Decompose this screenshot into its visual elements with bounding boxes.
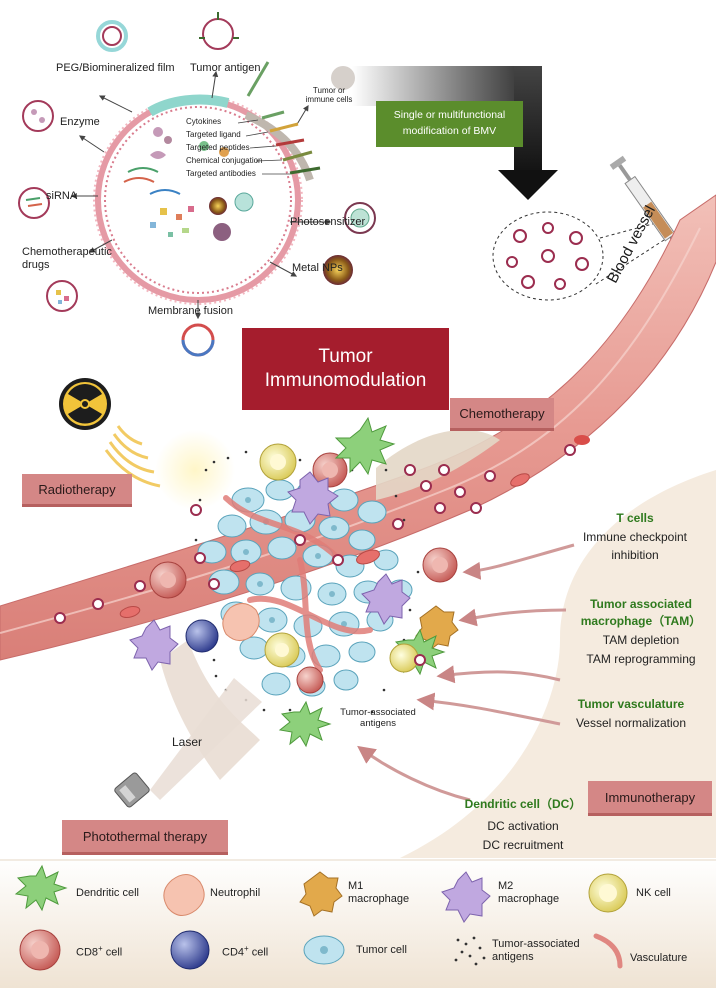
title-box: Tumor Immunomodulation	[242, 328, 449, 410]
mech-dc-item: DC activation	[487, 819, 559, 833]
mech-tam: macrophage（TAM）	[580, 614, 702, 628]
mech-t-cells: T cells	[616, 511, 654, 525]
mech-vasculature: Tumor vasculature	[577, 697, 685, 711]
radiotherapy-label: Radiotherapy	[22, 474, 132, 507]
label-chemo-drugs: Chemotherapeutic drugs	[22, 246, 112, 271]
legend-antigens: Tumor-associated antigens	[492, 938, 580, 964]
mech-vasculature-item: Vessel normalization	[575, 716, 687, 730]
legend-cd8: CD8+ cell	[76, 944, 123, 959]
label-targeted-ligand: Targeted ligand	[186, 130, 241, 139]
label-chemical-conjugation: Chemical conjugation	[186, 156, 263, 165]
label-targeted-antibodies: Targeted antibodies	[186, 169, 256, 178]
legend-nk: NK cell	[636, 887, 671, 899]
immunotherapy-label: Immunotherapy	[588, 781, 712, 816]
label-enzyme: Enzyme	[60, 116, 100, 128]
mech-tam-item: TAM depletion	[602, 633, 680, 647]
label-photosensitizer: Photosensitizer	[290, 216, 366, 228]
legend-neutrophil: Neutrophil	[210, 887, 261, 899]
legend-tumor-cell: Tumor cell	[356, 944, 407, 956]
page-title: Tumor Immunomodulation	[264, 346, 427, 391]
label-membrane-fusion: Membrane fusion	[148, 305, 233, 317]
modification-box: Single or multifunctional modification o…	[376, 101, 523, 147]
legend-cd4: CD4+ cell	[222, 944, 269, 959]
label-metal-nps: Metal NPs	[292, 262, 343, 274]
mech-t-cells-item: Immune checkpoint	[582, 530, 688, 544]
chemotherapy-label: Chemotherapy	[450, 398, 554, 431]
label-tumor-antigen: Tumor antigen	[190, 62, 261, 74]
mech-dc: Dendritic cell（DC）	[464, 797, 582, 811]
legend-m1: M1 macrophage	[348, 880, 410, 906]
legend-dendritic: Dendritic cell	[76, 887, 139, 899]
legend-m2: M2 macrophage	[498, 880, 560, 906]
mech-tam: Tumor associated	[590, 597, 692, 611]
label-sirna: siRNA	[46, 190, 78, 202]
tumor-antigens-label: Tumor-associated antigens	[340, 707, 416, 729]
laser-label: Laser	[172, 735, 203, 749]
photothermal-label: Photothermal therapy	[62, 820, 228, 855]
label-tumor-immune-cells: Tumor or immune cells	[305, 86, 353, 105]
label-targeted-peptides: Targeted peptides	[186, 143, 250, 152]
label-peg-film: PEG/Biomineralized film	[56, 62, 175, 74]
legend-vasculature: Vasculature	[630, 952, 688, 964]
mech-tam-item: TAM reprogramming	[586, 652, 696, 666]
mech-dc-item: DC recruitment	[482, 838, 564, 852]
mech-t-cells-item: inhibition	[611, 548, 659, 562]
label-cytokines: Cytokines	[186, 117, 222, 126]
